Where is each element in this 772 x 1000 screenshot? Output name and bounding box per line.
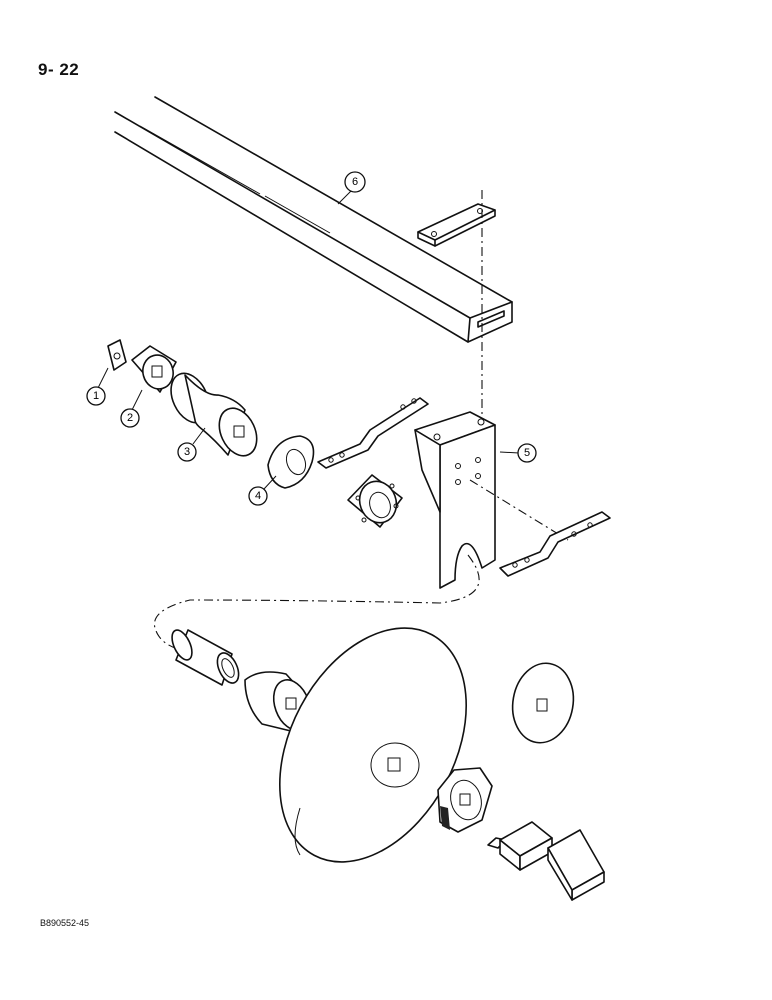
callout-3-label: 3 [184,446,190,458]
callout-5: 5 [499,443,537,463]
callout-2: 2 [120,389,143,428]
offset-strap-upper [317,397,429,469]
assembly-line-strap [469,479,569,541]
callout-2-label: 2 [127,412,133,424]
assembly-line-curve [153,554,480,651]
square-shaft [487,821,605,901]
part-4-cap [267,435,315,489]
part-5-hanger-bracket [414,411,496,589]
figure-code: B890552-45 [40,918,90,928]
callout-3: 3 [177,427,206,462]
callout-5-label: 5 [524,447,530,459]
callout-4-label: 4 [255,490,261,502]
part-2-bearing [131,345,177,393]
disc-blade [279,627,467,863]
part-6-tube [114,96,513,343]
callout-4: 4 [248,475,277,506]
hex-nut [437,767,493,833]
part-3-spool [170,372,258,457]
offset-strap-lower [499,511,611,577]
callout-1: 1 [86,367,109,406]
end-cap-disc [511,662,575,744]
spacer-tube [171,629,240,686]
page-number: 9- 22 [38,60,80,79]
part-1-plate [107,339,127,371]
flange-bearing [347,474,403,528]
bolt-plate-top [417,203,496,247]
callout-1-label: 1 [93,390,99,402]
callout-6: 6 [337,171,366,205]
callout-6-label: 6 [352,176,358,188]
